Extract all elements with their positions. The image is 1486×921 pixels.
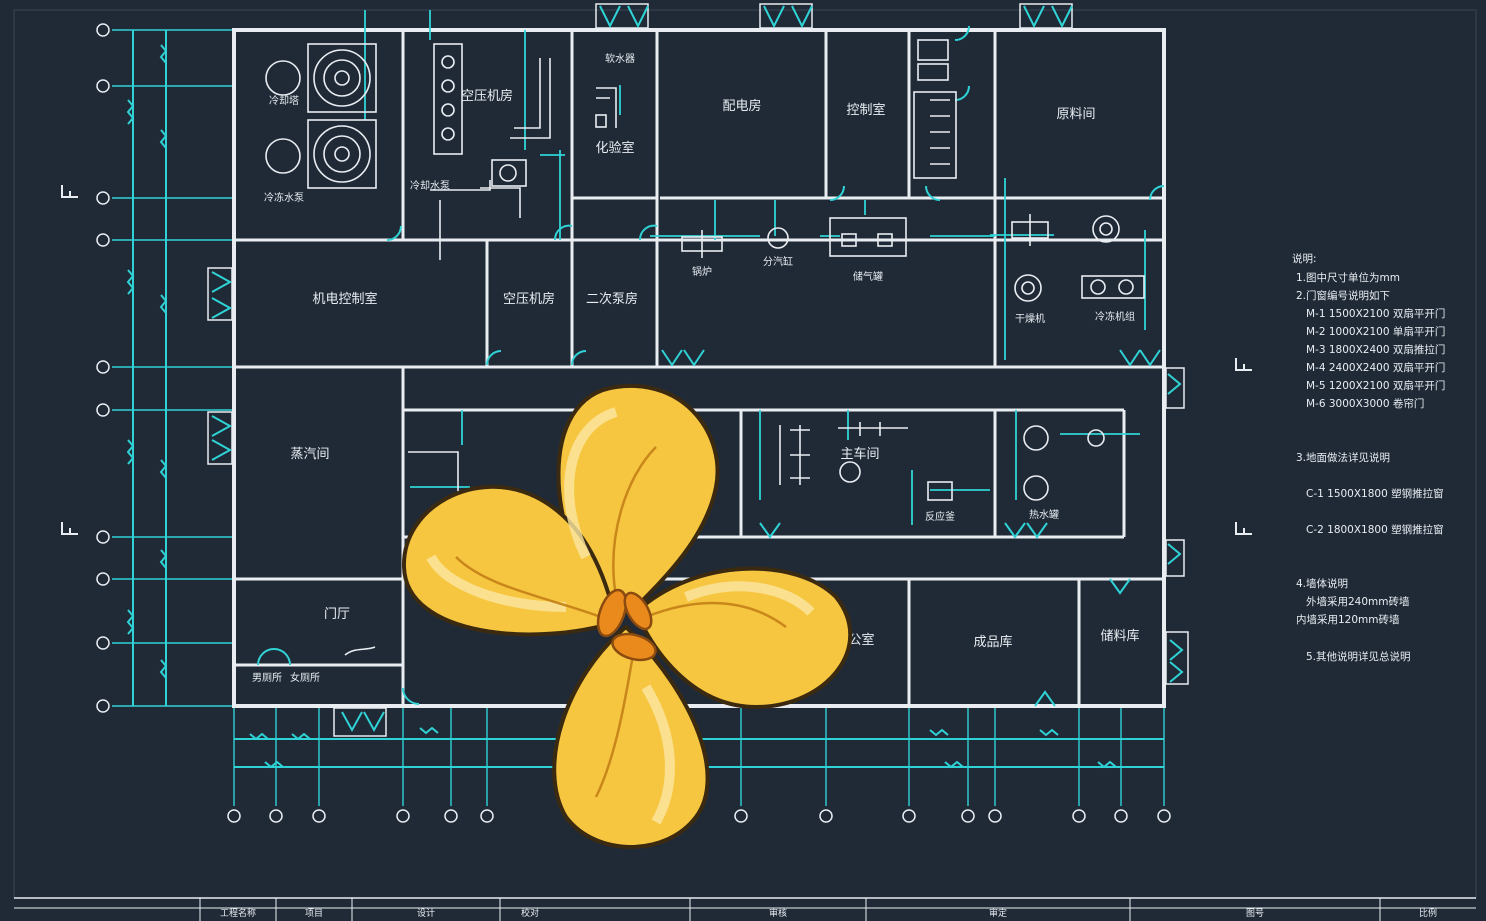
notes-line: 5.其他说明详见总说明 — [1306, 650, 1411, 663]
notes-line: 1.图中尺寸单位为mm — [1296, 271, 1400, 284]
room-label: 空压机房 — [461, 88, 513, 104]
left-elevation-marks — [61, 185, 1252, 535]
notes-line: 3.地面做法详见说明 — [1296, 451, 1390, 464]
equipment-label: 冷却塔 — [269, 94, 299, 107]
notes-line: M-5 1200X2100 双扇平开门 — [1306, 379, 1445, 392]
flower-icon — [401, 383, 853, 849]
titleblock-cell: 审核 — [769, 907, 787, 919]
notes-line: 内墙采用120mm砖墙 — [1296, 613, 1400, 626]
room-label: 储料库 — [1100, 628, 1139, 644]
notes-line: M-4 2400X2400 双扇平开门 — [1306, 361, 1445, 374]
titleblock-cell: 比例 — [1419, 907, 1437, 919]
left-dimension-chain — [112, 29, 232, 707]
title-block: 工程名称 项目 设计 校对 审核 审定 图号 比例 — [14, 897, 1476, 921]
left-axis-bubbles — [96, 23, 110, 713]
equipment-labels: 冷却塔 冷冻水泵 冷却水泵 软水器 锅炉 分汽缸 储气罐 冷冻机组 干燥机 热水… — [264, 52, 1135, 523]
room-label: 空压机房 — [503, 291, 555, 307]
room-label: 蒸汽间 — [290, 447, 329, 462]
room-label: 成品库 — [973, 634, 1012, 650]
equipment-label: 分汽缸 — [763, 255, 793, 268]
titleblock-cell: 项目 — [305, 908, 323, 919]
notes-line: M-1 1500X2100 双扇平开门 — [1306, 307, 1445, 320]
room-label: 机电控制室 — [312, 291, 377, 307]
windows — [207, 3, 1189, 737]
drawing-notes: 说明: 1.图中尺寸单位为mm 2.门窗编号说明如下 M-1 1500X2100… — [1292, 252, 1445, 663]
notes-line: M-6 3000X3000 卷帘门 — [1306, 397, 1424, 410]
room-label: 男厕所 — [252, 672, 282, 684]
room-label: 女厕所 — [290, 671, 320, 684]
notes-line: M-2 1000X2100 单扇平开门 — [1306, 325, 1445, 338]
equipment-label: 软水器 — [605, 52, 635, 65]
room-label: 门厅 — [324, 607, 350, 622]
interior-dimensions — [364, 10, 1146, 525]
room-label: 化验室 — [595, 140, 634, 156]
equipment-label: 锅炉 — [692, 266, 712, 278]
notes-heading: 说明: — [1292, 252, 1317, 265]
equipment-label: 储气罐 — [853, 270, 883, 283]
equipment-label: 冷冻机组 — [1095, 310, 1135, 323]
equipment-label: 热水罐 — [1029, 508, 1059, 521]
equipment-label: 冷冻水泵 — [264, 191, 304, 204]
equipment-label: 冷却水泵 — [410, 179, 450, 192]
notes-line: 外墙采用240mm砖墙 — [1306, 595, 1410, 608]
titleblock-cell: 设计 — [417, 907, 435, 919]
room-label: 控制室 — [846, 102, 885, 118]
equipment-label: 干燥机 — [1015, 312, 1045, 325]
titleblock-cell: 审定 — [989, 907, 1007, 919]
titleblock-cell: 校对 — [521, 907, 539, 919]
notes-line: C-2 1800X1800 塑钢推拉窗 — [1306, 523, 1444, 536]
notes-line: 4.墙体说明 — [1296, 577, 1348, 590]
room-label: 原料间 — [1056, 107, 1095, 122]
notes-line: C-1 1500X1800 塑钢推拉窗 — [1306, 487, 1444, 500]
titleblock-cell: 工程名称 — [220, 907, 256, 919]
notes-line: 2.门窗编号说明如下 — [1296, 289, 1390, 302]
room-label: 主车间 — [840, 446, 879, 462]
titleblock-cell: 图号 — [1246, 908, 1264, 919]
notes-line: M-3 1800X2400 双扇推拉门 — [1306, 343, 1445, 356]
bottom-axis-bubbles — [227, 809, 1171, 823]
doors — [211, 5, 1184, 733]
room-label: 配电房 — [722, 98, 761, 114]
equipment — [265, 39, 1145, 656]
room-label: 二次泵房 — [586, 291, 638, 307]
equipment-label: 反应釜 — [925, 510, 955, 523]
